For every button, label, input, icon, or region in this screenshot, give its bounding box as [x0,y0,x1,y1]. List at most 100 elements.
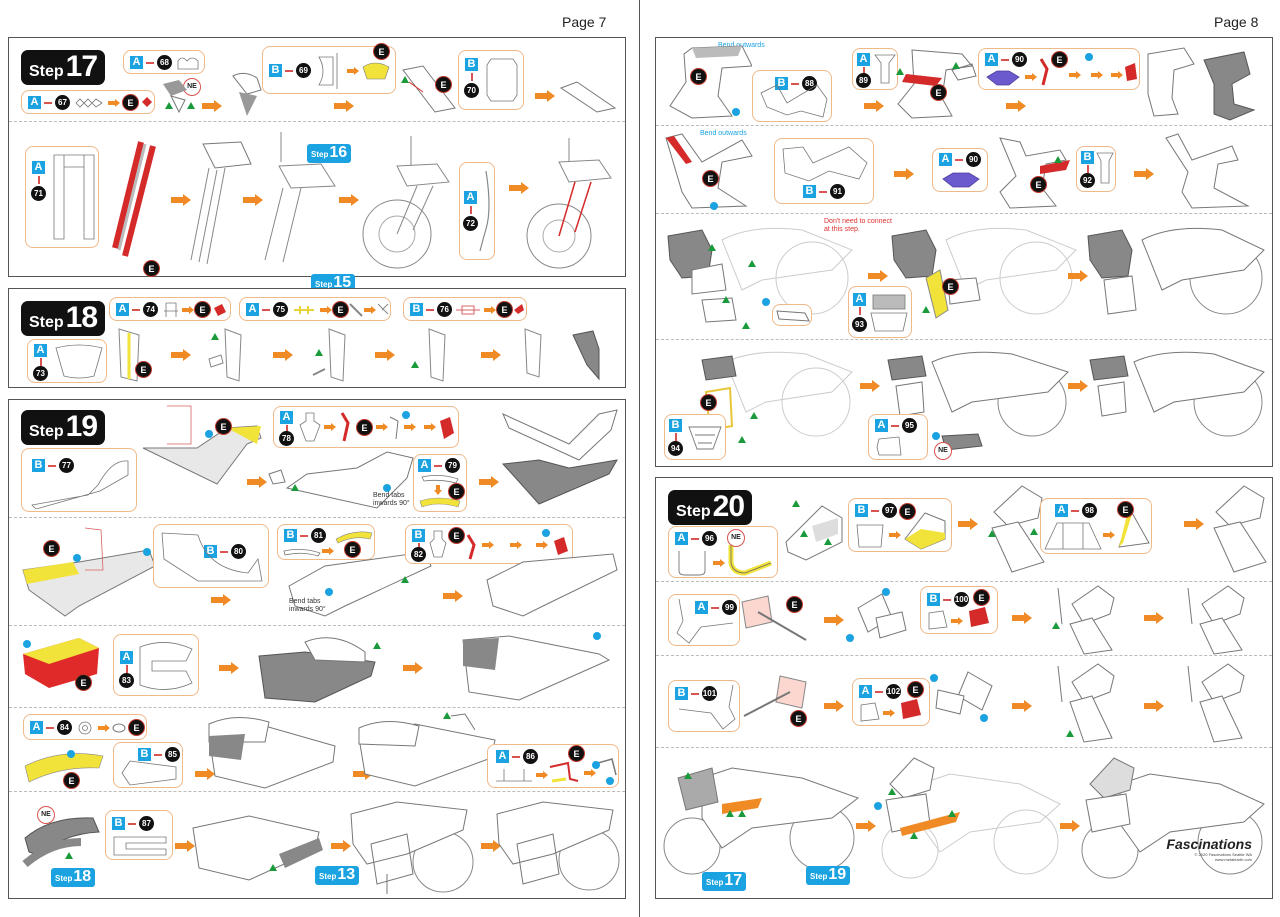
fender-assembly [428,328,446,382]
connect-tab-icon [187,102,195,109]
e-icon: E [332,301,349,318]
part-72-outline [479,170,490,252]
part-81-folded [335,531,373,544]
dash [46,727,54,729]
rear-assembly [192,815,323,881]
callout-b-94: B 94 [664,414,726,460]
part-number: 69 [296,63,311,78]
part-78-folded [340,412,350,442]
connect-tab-icon [824,538,832,545]
e-icon: E [690,68,707,85]
sheet-label: A [939,153,952,166]
step-13-reference: Step 13 [315,866,360,885]
sheet-label: B [669,419,682,432]
callout-b-85: B 85 [113,742,183,788]
sheet-label: A [120,651,133,664]
bend-dot-icon [882,588,890,596]
mudguard-folded [22,817,100,868]
dash [154,754,162,756]
step-20-row-1: Step 20 A 96 NE B 97 E A [656,478,1272,582]
assembly-illustration [163,80,187,114]
callout-a-71: A 71 [25,146,99,248]
dash [285,70,293,72]
side-panel-assembly [142,405,262,485]
connect-tab-icon [800,530,808,537]
arrow-icon [334,100,354,112]
bend-dot-icon [402,411,410,419]
bend-dot-icon [874,802,882,810]
step-word: Step [706,878,724,887]
part-number: 79 [445,458,460,473]
callout-b-97: B 97 E [848,498,952,552]
part-95-outline [876,436,902,456]
callout-a-79: A 79 E [413,454,467,512]
e-icon: E [1117,501,1134,518]
part-number: 73 [33,366,48,381]
e-icon: E [128,719,145,736]
step-19-continued-panel: Bend outwards E B 88 A 89 E A 90 E [655,37,1273,467]
mirror-windshield-assembly [1187,585,1245,655]
callout-a-96: A 96 NE [668,526,778,578]
step-20-panel: Step 20 A 96 NE B 97 E A [655,477,1273,899]
part-67-outline [75,98,103,108]
connect-tab-icon [1030,528,1038,535]
dash [955,159,963,161]
e-icon: E [899,503,916,520]
e-icon: E [907,681,924,698]
callout-b-76: B 76 E [403,297,527,321]
part-86-folded [597,758,617,776]
step-17-row-2: A 71 E Step 16 Step 15 A 72 [9,122,625,293]
part-number: 71 [31,186,46,201]
part-number: 102 [886,684,901,699]
connect-tab-icon [401,76,409,83]
part-75-folded [349,303,363,317]
connect-tab-icon [65,852,73,859]
step-number: 15 [333,274,352,291]
e-icon: E [143,260,160,277]
bend-dot-icon [846,634,854,642]
connect-tab-icon [211,333,219,340]
fender-assembly [312,328,346,382]
part-100-folded [969,607,989,627]
part-number: 92 [1080,173,1095,188]
step-17-row-1: Step 17 A 67 E A 68 NE B 69 [9,38,625,122]
step-number: 16 [329,144,348,161]
callout-a-98: A 98 E [1040,498,1152,554]
page-8-label: Page 8 [1214,14,1259,30]
part-100-outline [928,610,948,630]
step-number: 20 [712,490,745,523]
dash [146,62,154,64]
motorcycle-body-assembly [350,801,474,894]
fender-final [572,330,600,381]
part-number: 67 [55,95,70,110]
part-number: 95 [902,418,917,433]
arrow-icon [339,194,359,206]
connect-tab-icon [896,68,904,75]
part-93-outline [870,294,908,332]
e-icon: E [194,301,211,318]
arrow-icon [856,820,876,832]
part-number: 96 [702,531,717,546]
motorcycle-cowl-complete [1087,227,1265,315]
callout-a-68: A 68 [123,50,205,74]
part-94-outline [688,426,722,450]
dash [132,309,140,311]
sheet-label: A [32,161,45,174]
arrow-icon [322,547,334,555]
part-91-outline [782,146,868,182]
fender-assembly [524,328,542,378]
sheet-label: B [284,529,297,542]
sheet-label: B [675,687,688,700]
sheet-label: B [269,64,282,77]
connect-tab-icon [738,436,746,443]
bend-dot-icon [73,554,81,562]
mirror-folded [743,675,807,717]
windshield-frame-assembly [785,505,843,561]
connect-tab-icon [315,349,323,356]
part-96-outline [678,551,706,576]
brand-logo: Fascinations [1166,836,1252,852]
arrow-icon [509,182,529,194]
connect-tab-icon [952,62,960,69]
sheet-label: A [246,303,259,316]
seat-assembly [258,637,376,703]
